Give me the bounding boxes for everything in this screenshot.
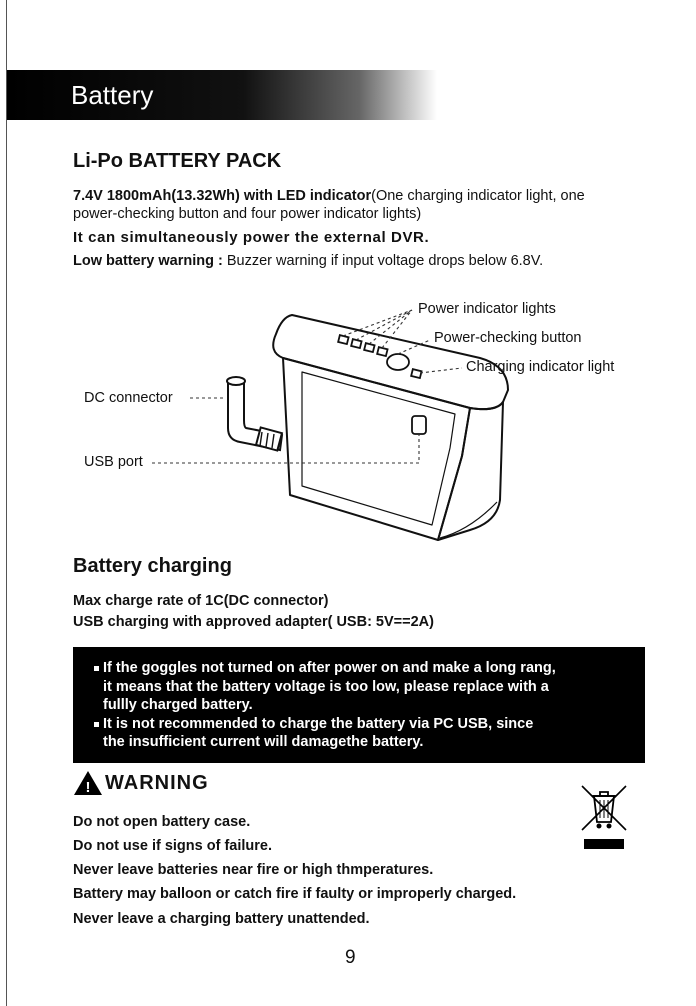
label-dc-connector: DC connector <box>84 390 173 406</box>
notice-bullet-1: If the goggles not turned on after power… <box>94 659 631 715</box>
label-usb-port: USB port <box>84 454 143 470</box>
bullet-square-icon <box>94 721 99 727</box>
warning-item-5: Never leave a charging battery unattende… <box>73 911 370 927</box>
warning-header: ! WARNING <box>73 770 208 801</box>
label-power-indicator: Power indicator lights <box>418 301 556 317</box>
disposal-bar <box>584 839 624 849</box>
spec-bold: 7.4V 1800mAh(13.32Wh) with LED indicator <box>73 188 372 204</box>
spec-line-1: 7.4V 1800mAh(13.32Wh) with LED indicator… <box>73 188 585 204</box>
low-warning-label: Low battery warning : <box>73 253 223 269</box>
warning-triangle-icon: ! <box>74 771 102 796</box>
charge-rate-line: Max charge rate of 1C(DC connector) <box>73 593 329 609</box>
notice-text: It is not recommended to charge the batt… <box>103 715 534 732</box>
page-number: 9 <box>345 947 356 968</box>
label-power-checking: Power-checking button <box>434 330 582 346</box>
usb-charging-line: USB charging with approved adapter( USB:… <box>73 614 434 630</box>
crossed-bin-icon <box>581 785 627 831</box>
low-warning-text: Buzzer warning if input voltage drops be… <box>222 253 544 269</box>
warning-item-2: Do not use if signs of failure. <box>73 838 272 854</box>
notice-bullet-2: It is not recommended to charge the batt… <box>94 715 631 752</box>
low-battery-warning: Low battery warning : Buzzer warning if … <box>73 253 543 269</box>
spec-rest: (One charging indicator light, one <box>371 188 585 204</box>
warning-title: WARNING <box>105 772 209 794</box>
section-title: Battery <box>71 80 154 110</box>
power-check-button <box>386 353 410 371</box>
notice-text: it means that the battery voltage is too… <box>103 678 549 695</box>
power-led-1 <box>337 334 350 346</box>
spec-line-2: power-checking button and four power ind… <box>73 206 422 222</box>
charging-led <box>410 368 423 380</box>
page-border <box>6 0 7 1006</box>
battery-side-face <box>437 401 504 541</box>
external-dvr-note: It can simultaneously power the external… <box>73 229 430 246</box>
svg-text:!: ! <box>86 779 91 796</box>
warning-item-3: Never leave batteries near fire or high … <box>73 862 434 878</box>
label-charging-indicator: Charging indicator light <box>466 359 615 375</box>
warning-item-4: Battery may balloon or catch fire if fau… <box>73 886 517 902</box>
section-header: Battery <box>7 70 437 120</box>
power-led-3 <box>363 342 376 354</box>
warning-item-1: Do not open battery case. <box>73 814 251 830</box>
notice-text: the insufficient current will damagethe … <box>103 734 424 751</box>
battery-diagram <box>152 309 509 541</box>
battery-front-face <box>282 357 471 541</box>
battery-pack-heading: Li-Po BATTERY PACK <box>73 150 282 172</box>
usb-port-shape <box>411 415 427 435</box>
bullet-square-icon <box>94 666 99 671</box>
notice-text: If the goggles not turned on after power… <box>103 660 556 676</box>
notice-text: fullly charged battery. <box>103 697 253 714</box>
notice-box: If the goggles not turned on after power… <box>73 647 645 763</box>
power-led-4 <box>376 346 389 358</box>
power-led-2 <box>350 338 363 350</box>
battery-charging-heading: Battery charging <box>73 555 232 577</box>
